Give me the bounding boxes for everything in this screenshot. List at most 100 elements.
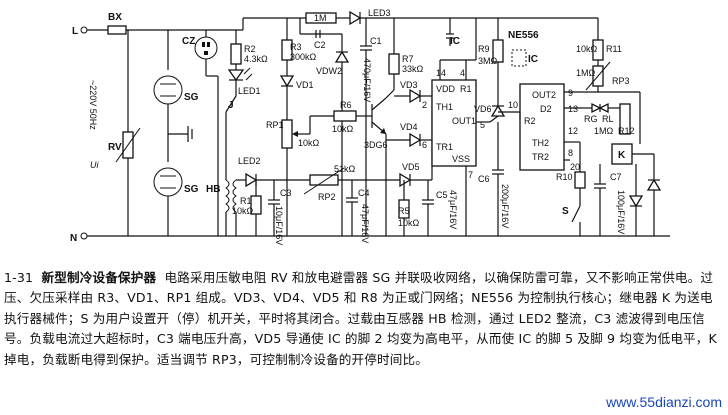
pot-rp2 [309,174,339,186]
label-ui: Ui [90,160,99,170]
label-r12-value: 1MΩ [594,126,614,136]
label-rp2-value: 51kΩ [334,164,356,174]
arrester-sg1 [153,75,183,105]
label-cz: CZ [182,36,195,47]
label-pin8: 8 [568,148,573,158]
label-vd4: VD4 [400,122,418,132]
label-rp3: RP3 [612,76,630,86]
resistor-r12 [619,103,631,135]
label-d2: D2 [540,104,552,114]
label-pin5: 5 [480,120,485,130]
transformer-hb [225,179,230,213]
label-out1: OUT1 [452,116,476,126]
label-r10-value: 20 [570,162,580,172]
label-rg: RG [584,114,598,124]
terminal-N [80,232,88,240]
label-r11: R11 [606,44,622,54]
figure-description: 1-31 新型制冷设备保护器 电路采用压敏电阻 RV 和放电避雷器 SG 并联吸… [4,268,724,370]
fuse-bx [107,25,127,35]
relay-contact-j [225,95,237,113]
figure-title: 新型制冷设备保护器 [41,270,157,285]
label-pin10: 10 [508,100,518,110]
led3 [349,10,362,26]
label-hb: HB [206,184,220,195]
label-pin7: 7 [468,170,473,180]
label-rp3-value: 1MΩ [576,68,596,78]
label-th2: TH2 [532,138,549,148]
label-led3: LED3 [368,8,391,18]
label-r5: R5 [398,206,410,216]
terminal-L [80,26,88,34]
diode-vd4 [409,132,422,148]
label-r1-value: 10kΩ [232,206,254,216]
label-ne556: NE556 [508,30,539,41]
label-led2: LED2 [238,156,261,166]
label-bx: BX [108,12,122,23]
label-ic1: IC [450,36,460,47]
label-L: L [72,26,78,37]
label-vd6: VD6 [474,104,492,114]
led1 [227,69,245,82]
ic-timer1 [431,79,477,167]
label-pin9: 9 [568,88,573,98]
label-c6: C6 [478,174,490,184]
label-r11-value: 10kΩ [576,44,598,54]
label-r3: R3 [290,42,302,52]
label-c6-value: 200μF/16V [500,184,510,228]
label-th1: TH1 [436,102,453,112]
diode-vd3 [409,88,422,104]
label-pin2: 2 [422,100,427,110]
label-pin12: 12 [568,126,578,136]
label-tr2: TR2 [532,152,549,162]
led2 [245,172,258,188]
figure-body: 电路采用压敏电阻 RV 和放电避雷器 SG 并联吸收网络，以确保防雷可靠，又不影… [4,270,722,367]
label-r2-pin: R2 [524,116,536,126]
label-sg1: SG [184,92,199,103]
label-r3-value: 300kΩ [290,52,317,62]
diode-vd1 [279,75,295,88]
label-vd3: VD3 [400,80,418,90]
label-rl: RL [602,114,614,124]
label-r9-value: 3MΩ [478,56,498,66]
label-r9: R9 [478,44,490,54]
label-c4-value: 47μF/16V [360,204,370,243]
label-c4: C4 [358,188,370,198]
label-r2-value: 4.3kΩ [244,54,268,64]
label-pin6: 6 [422,140,427,150]
arrester-sg2 [153,167,183,197]
label-r5-value: 10kΩ [398,218,420,228]
label-ic2: IC [528,54,538,65]
resistor-r10 [574,171,586,189]
resistor-r7 [388,53,400,75]
label-c1-value: 470μF/16V [362,58,372,102]
label-c7-value: 100μF/16V [616,190,626,234]
label-supply: ~220V 50Hz [88,80,98,130]
label-r2: R2 [244,44,256,54]
label-pin4: 4 [460,68,465,78]
label-r1-pin: R1 [460,84,472,94]
label-pin13: 13 [568,104,578,114]
circuit-diagram: L N BX ~220V 50Hz Ui RV SG SG CZ R2 4.3k… [70,8,670,245]
label-sg2: SG [184,184,199,195]
label-r7-value: 33kΩ [402,64,424,74]
figure-id: 1-31 [4,270,34,285]
label-r1: R1 [240,196,252,206]
socket-cz [194,36,218,60]
label-vd5: VD5 [402,162,420,172]
label-c7: C7 [610,172,622,182]
label-vdd: VDD [436,84,456,94]
resistor-r6 [333,110,357,122]
label-led1: LED1 [238,86,261,96]
label-vd1: VD1 [296,80,314,90]
label-s: S [562,206,569,217]
ic-timer2 [519,83,565,171]
label-c1: C1 [370,36,382,46]
diode-vd6 [490,104,506,117]
label-out2: OUT2 [532,90,556,100]
label-3dg6: 3DG6 [364,140,388,150]
zener-vdw2 [334,50,350,63]
switch-s [571,205,581,223]
label-rp1: RP1 [266,120,284,130]
label-r7: R7 [402,54,414,64]
label-tr1: TR1 [436,142,453,152]
